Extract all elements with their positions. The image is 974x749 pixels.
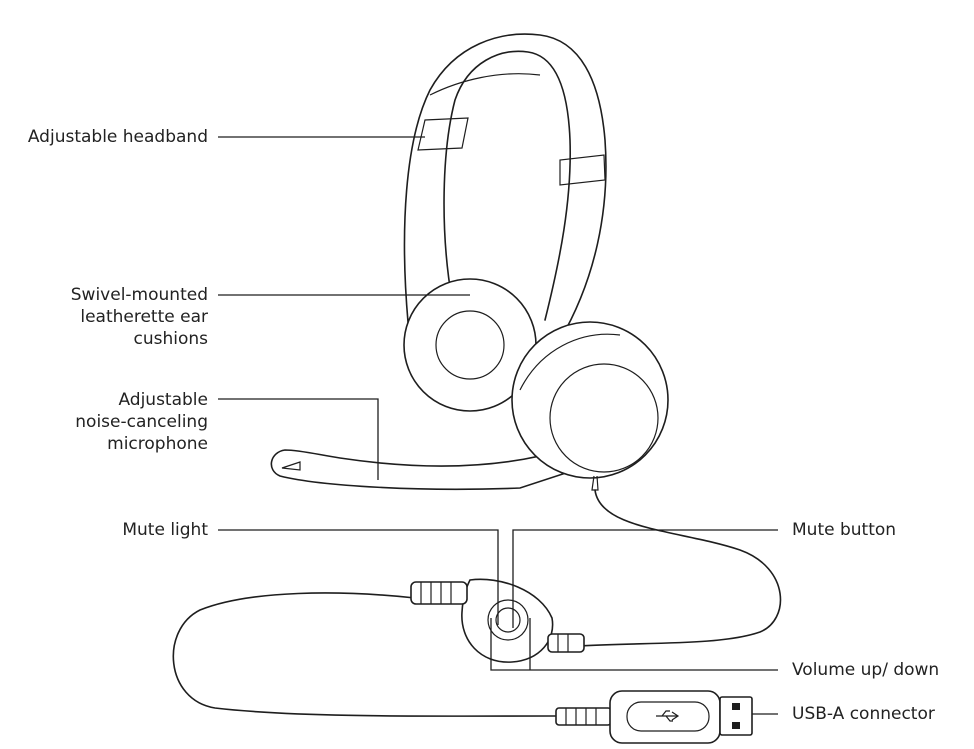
label-adjustable-headband: Adjustable headband [27,127,208,147]
usb-icon [656,710,680,722]
headband [403,33,607,341]
leader-lines [218,136,778,715]
label-ear-cushions-line3: cushions [133,329,208,349]
rear-ear-cushion [403,278,537,412]
label-ear-cushions-line1: Swivel-mounted [70,285,208,305]
label-usb-connector: USB-A connector [792,704,935,724]
usb-connector [555,690,753,744]
label-microphone-line3: microphone [107,434,208,454]
label-microphone-line2: noise-canceling [75,412,208,432]
label-mute-light: Mute light [122,520,208,540]
front-ear-cushion [511,321,669,479]
label-mute-button: Mute button [792,520,897,540]
label-microphone-line1: Adjustable [118,390,208,410]
label-microphone: Adjustable noise-canceling microphone [10,389,208,455]
cable [172,475,782,717]
microphone-boom [270,446,576,491]
label-ear-cushions-line2: leatherette ear [80,307,208,327]
label-volume: Volume up/ down [792,660,940,680]
label-ear-cushions: Swivel-mounted leatherette ear cushions [10,284,208,350]
